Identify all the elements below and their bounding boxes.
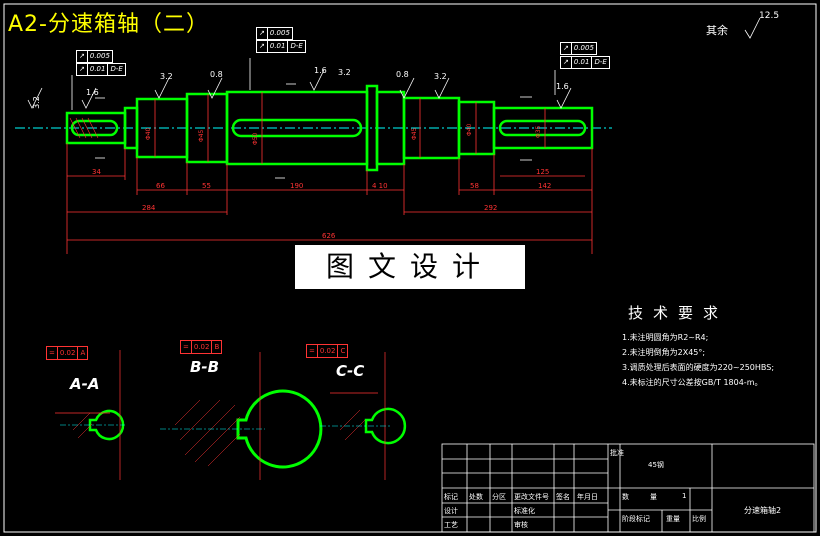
tol-value: 0.02: [192, 341, 213, 353]
tol-value: 0.02: [318, 345, 339, 357]
tol-symbol: ↗: [257, 28, 268, 39]
roughness-label: 3.2: [160, 72, 173, 81]
section-bb-label: B-B: [190, 358, 220, 376]
tol-datum: B: [214, 343, 220, 351]
dim-55: 55: [202, 182, 211, 190]
tb-zone: 分区: [492, 493, 506, 501]
svg-text:Φ35: Φ35: [535, 125, 542, 138]
tech-req-item: 1.未注明圆角为R2~R4;: [622, 333, 709, 342]
dim-58: 58: [470, 182, 479, 190]
dim-190: 190: [290, 182, 304, 190]
section-cc-label: C-C: [336, 362, 365, 380]
tb-stage-mark: 阶段标记: [622, 515, 650, 523]
tb-weight: 重量: [666, 515, 680, 523]
title-block-part-name: 分速箱轴2: [744, 506, 782, 515]
tol-symbol: ↗: [257, 41, 268, 52]
dim-125: 125: [536, 168, 550, 176]
geom-tol-left-row1: ↗ 0.005: [76, 50, 113, 63]
roughness-label: 0.8: [396, 70, 409, 79]
roughness-label: 3.2: [434, 72, 447, 81]
tol-value: 0.01: [572, 57, 593, 68]
tb-check: 审核: [514, 521, 528, 529]
tol-datum: D-E: [110, 65, 123, 73]
watermark: 图文设计: [295, 245, 525, 289]
svg-text:Φ45: Φ45: [411, 127, 418, 140]
tol-symbol: =: [47, 347, 58, 359]
geom-tol-right-row1: ↗ 0.005: [560, 42, 597, 55]
dim-292: 292: [484, 204, 498, 212]
geom-tol-right-row2: ↗ 0.01 D-E: [560, 56, 610, 69]
tb-approve: 批准: [610, 449, 624, 457]
shaft-outline: [65, 84, 594, 172]
tol-datum: D-E: [290, 42, 303, 50]
tb-design: 设计: [444, 507, 458, 515]
tb-date: 年月日: [577, 493, 598, 501]
tech-req-title: 技术要求: [628, 304, 729, 322]
svg-text:Φ40: Φ40: [466, 123, 473, 136]
tb-scale: 比例: [692, 515, 706, 523]
tb-count: 处数: [469, 493, 483, 501]
tol-datum: C: [340, 347, 346, 355]
tol-symbol: ↗: [561, 43, 572, 54]
roughness-label: 3.2: [338, 68, 351, 77]
tb-sign: 签名: [556, 493, 570, 501]
tech-req-item: 2.未注明倒角为2X45°;: [622, 348, 706, 357]
section-aa-shape: [88, 409, 125, 441]
tb-change-doc: 更改文件号: [514, 493, 549, 501]
roughness-label: 1.6: [86, 88, 99, 97]
svg-text:Φ50: Φ50: [252, 132, 259, 145]
tol-value: 0.01: [268, 41, 289, 52]
tol-value: 0.005: [89, 52, 110, 60]
geom-tol-mid-row1: ↗ 0.005: [256, 27, 293, 40]
tol-symbol: =: [307, 345, 318, 357]
drawing-title: A2-分速箱轴（二）: [8, 12, 209, 37]
section-bb-tolerance: = 0.02 B: [180, 340, 223, 354]
dim-142: 142: [538, 182, 552, 190]
dim-4-10: 4 10: [372, 182, 388, 190]
remaining-roughness-value: 12.5: [759, 11, 780, 21]
tol-value: 0.02: [58, 347, 79, 359]
tol-datum: A: [80, 349, 86, 357]
tb-count-label: 数: [622, 493, 629, 501]
section-bb-shape: [236, 389, 323, 469]
title-block-material: 45钢: [648, 461, 664, 469]
geom-tol-mid-row2: ↗ 0.01 D-E: [256, 40, 306, 53]
roughness-label: 0.8: [210, 70, 223, 79]
section-aa-label: A-A: [70, 375, 100, 393]
tol-symbol: ↗: [77, 51, 88, 62]
svg-text:Φ40: Φ40: [145, 127, 152, 140]
roughness-label: 3.2: [31, 96, 41, 109]
tol-value: 0.01: [88, 64, 109, 75]
tol-symbol: ↗: [77, 64, 88, 75]
dim-284: 284: [142, 204, 156, 212]
tol-symbol: ↗: [561, 57, 572, 68]
roughness-label: 1.6: [556, 82, 569, 91]
tb-scale-value: 1: [682, 492, 687, 500]
remaining-roughness-label: 其余: [706, 24, 728, 37]
tb-mark: 标记: [444, 493, 458, 501]
roughness-label: 1.6: [314, 66, 327, 75]
tol-value: 0.005: [573, 44, 594, 52]
tb-process: 工艺: [444, 521, 458, 529]
dim-34: 34: [92, 168, 101, 176]
tol-symbol: =: [181, 341, 192, 353]
tech-req-item: 3.调质处理后表面的硬度为220~250HBS;: [622, 363, 775, 372]
section-aa-tolerance: = 0.02 A: [46, 346, 89, 360]
tol-value: 0.005: [269, 29, 290, 37]
tol-datum: D-E: [594, 58, 607, 66]
dim-626: 626: [322, 232, 336, 240]
geom-tol-left-row2: ↗ 0.01 D-E: [76, 63, 126, 76]
section-cc-shape: [364, 407, 407, 445]
svg-text:Φ45: Φ45: [198, 129, 205, 142]
tb-qty-label: 量: [650, 493, 657, 501]
tb-standard: 标准化: [514, 507, 535, 515]
section-cc-tolerance: = 0.02 C: [306, 344, 349, 358]
tech-req-item: 4.未标注的尺寸公差按GB/T 1804-m。: [622, 378, 763, 387]
dim-66: 66: [156, 182, 165, 190]
